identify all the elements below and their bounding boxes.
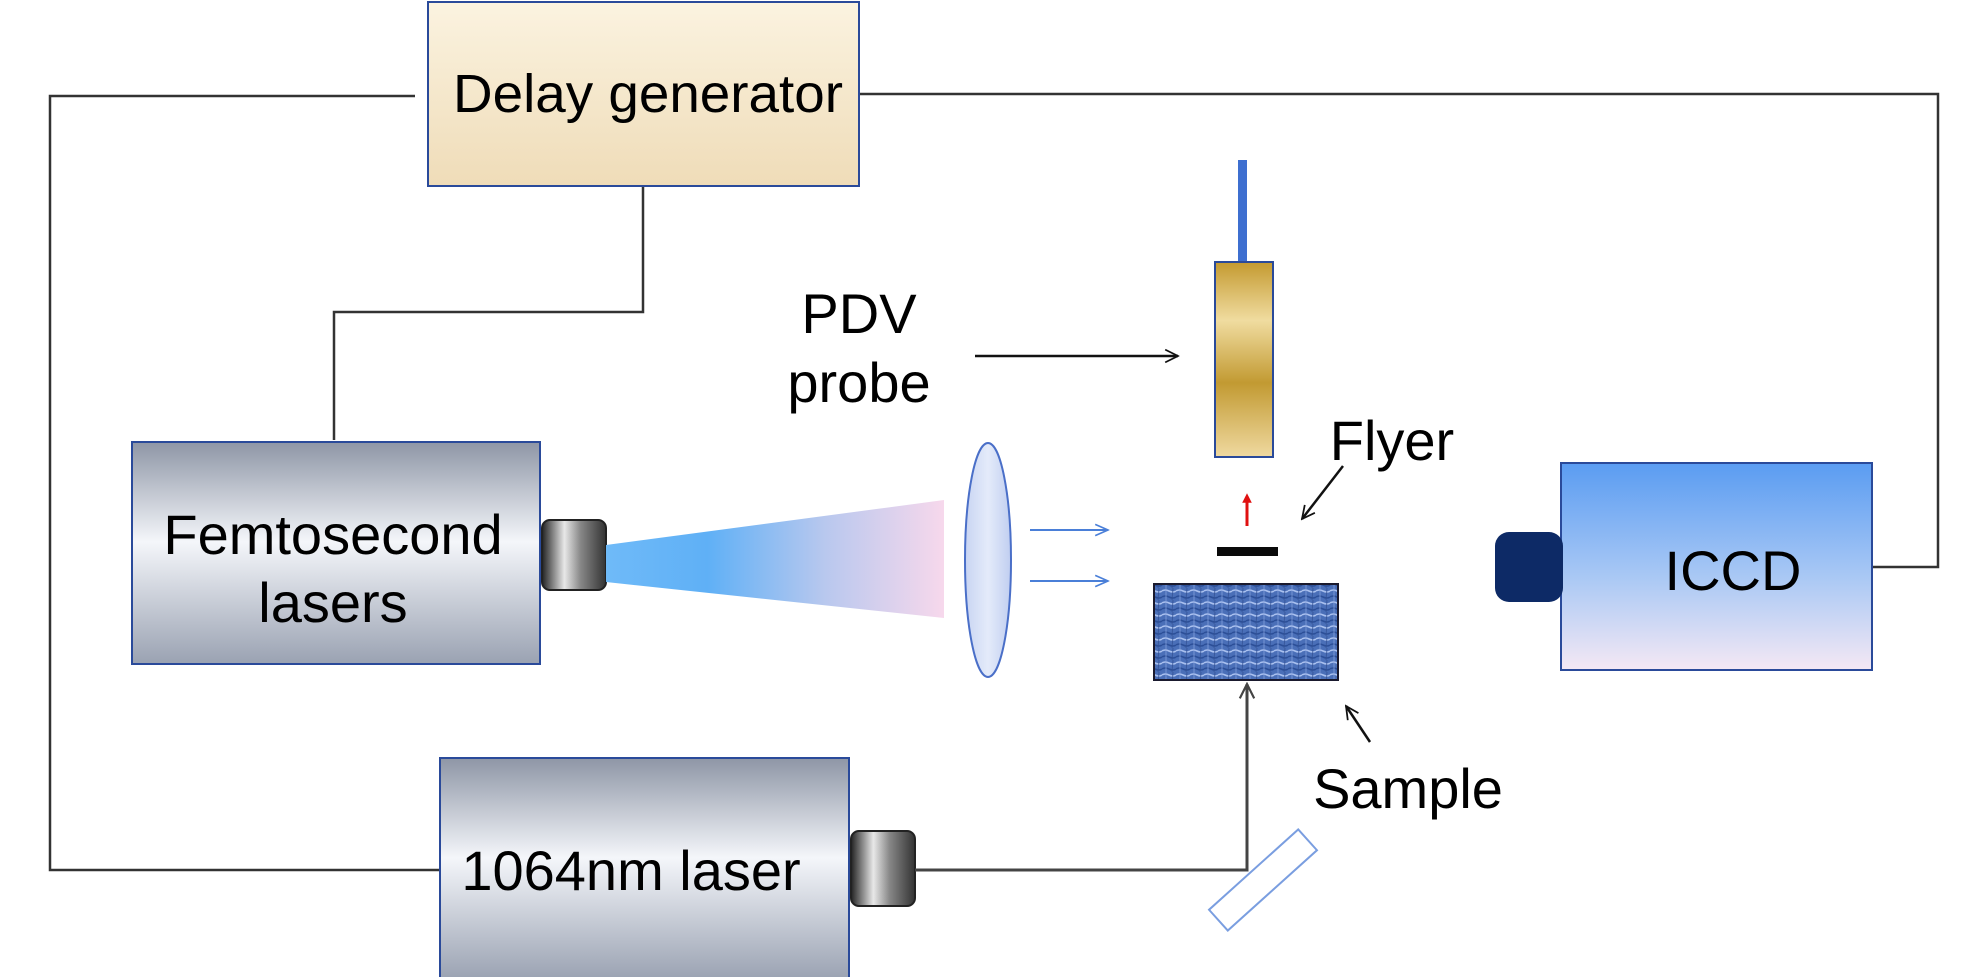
- femtosecond-aperture-icon: [541, 519, 607, 591]
- sample-label: Sample: [1313, 757, 1503, 820]
- pdv-label-line1: PDV: [801, 282, 917, 345]
- delay-generator-label: Delay generator: [453, 64, 843, 124]
- laser-1064-beam-path: [915, 684, 1247, 872]
- focusing-lens-icon: [964, 442, 1012, 678]
- sample-pointer-arrow: [1346, 706, 1372, 743]
- laser-1064-aperture-icon: [850, 830, 916, 907]
- femtosecond-label-line1: Femtosecond: [163, 503, 502, 566]
- wire-delay-to-1064-laser: [48, 94, 440, 872]
- pdv-fiber: [1238, 160, 1247, 262]
- wiring: [48, 92, 1940, 872]
- femtosecond-beam: [606, 500, 944, 618]
- pdv-probe: [1214, 160, 1274, 458]
- pdv-probe-body: [1214, 261, 1274, 458]
- pdv-label-line2: probe: [787, 351, 930, 414]
- laser-1064-label: 1064nm laser: [461, 839, 800, 902]
- mirror-icon: [1207, 828, 1319, 932]
- femtosecond-laser: Femtosecond lasers: [131, 441, 607, 665]
- flyer-label: Flyer: [1330, 409, 1454, 472]
- flyer-plate: [1217, 547, 1278, 556]
- iccd-camera: ICCD: [1495, 462, 1873, 671]
- laser-1064nm: 1064nm laser: [439, 757, 916, 977]
- iccd-label: ICCD: [1665, 539, 1802, 602]
- femtosecond-label-line2: lasers: [258, 571, 407, 634]
- delay-generator: Delay generator: [427, 1, 860, 187]
- flyer-pointer-arrow: [1302, 465, 1344, 519]
- sample-block: [1153, 583, 1339, 681]
- beam-direction-arrows: [1030, 530, 1108, 581]
- wire-delay-to-femtosecond: [332, 186, 645, 440]
- wire-delay-to-iccd: [860, 92, 1940, 569]
- iccd-lens-icon: [1495, 532, 1563, 602]
